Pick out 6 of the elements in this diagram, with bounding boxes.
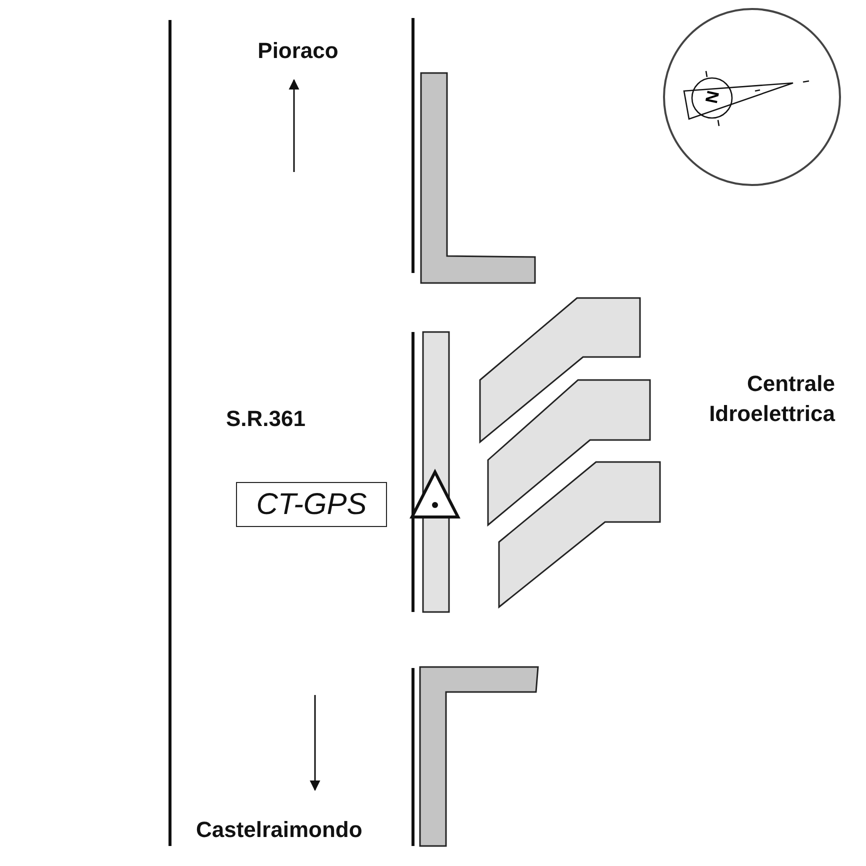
compass-letter: N — [700, 88, 724, 107]
map-label: Pioraco — [256, 37, 340, 65]
station-box: CT-GPS — [236, 482, 387, 527]
map-label: Centrale Idroelettrica — [708, 370, 835, 428]
map-label: S.R.361 — [226, 405, 306, 433]
map-label: Castelraimondo — [196, 816, 362, 844]
